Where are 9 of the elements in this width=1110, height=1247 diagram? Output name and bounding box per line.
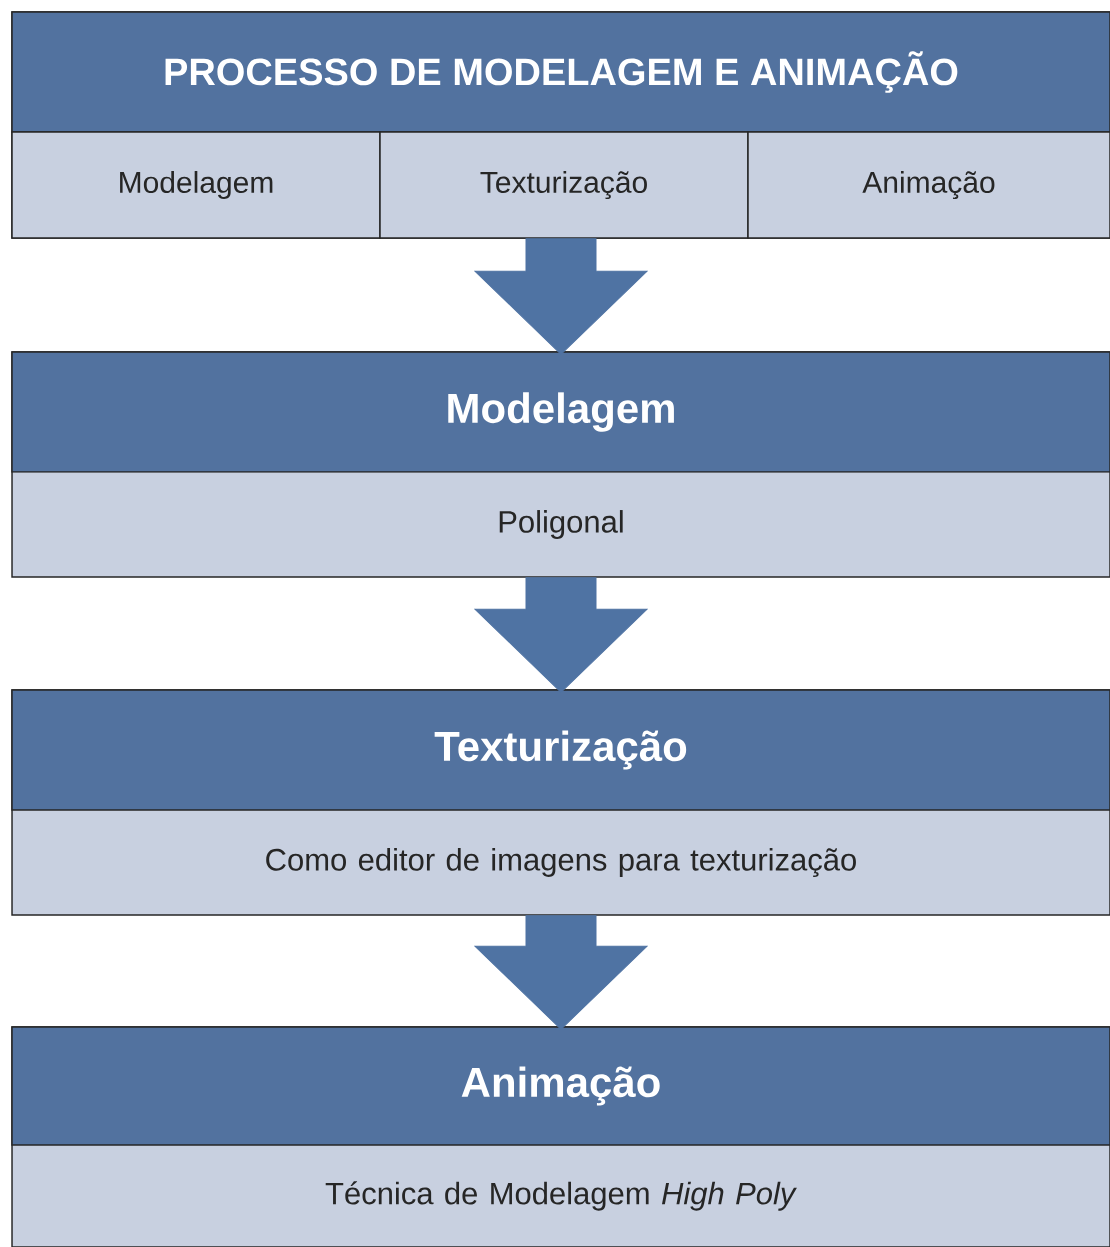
block-arrow: [474, 577, 648, 693]
block-arrow: [474, 238, 648, 355]
table-cell: Texturização: [379, 131, 749, 239]
table-cell: Animação: [747, 131, 1110, 239]
table-cell: Modelagem: [11, 131, 381, 239]
process-box: Texturização Como editor de imagens para texturização: [11, 689, 1110, 916]
process-box: Modelagem Poligonal: [11, 351, 1110, 578]
block-arrow: [474, 915, 648, 1030]
process-box: Animação Técnica de Modelagem High Poly: [11, 1026, 1110, 1247]
